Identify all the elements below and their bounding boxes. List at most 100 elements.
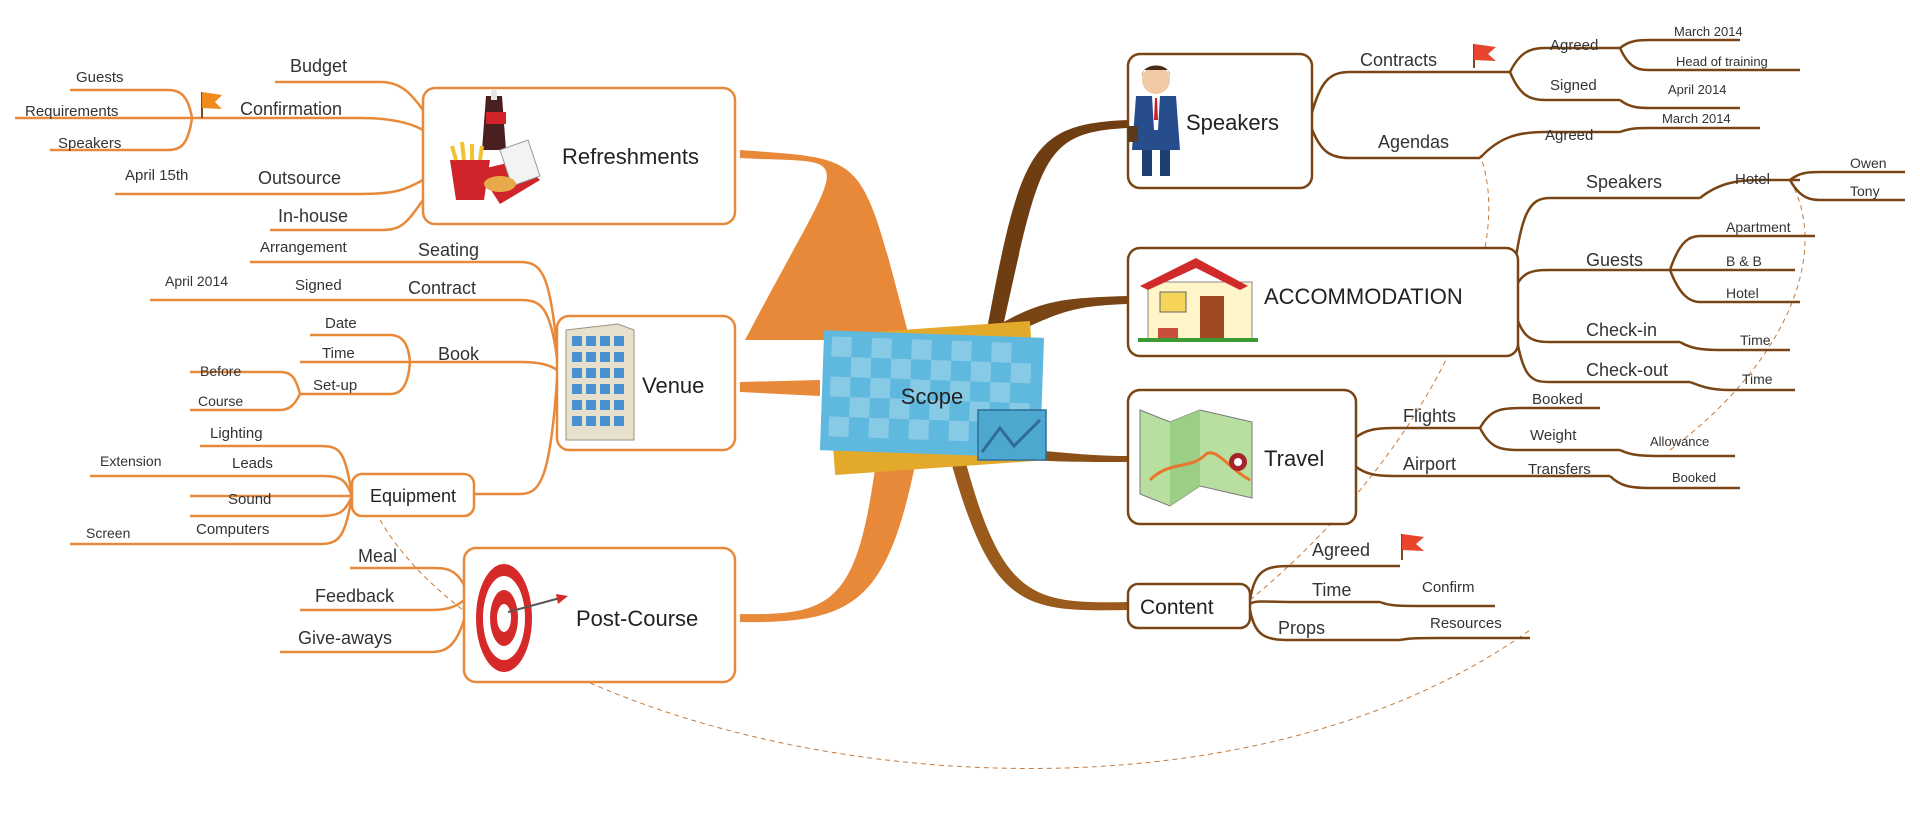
left-sub-branches bbox=[15, 80, 559, 654]
label-agendas[interactable]: Agendas bbox=[1378, 132, 1449, 152]
label-before[interactable]: Before bbox=[200, 363, 241, 379]
topic-travel[interactable]: Travel bbox=[1126, 388, 1358, 526]
branch-post-course bbox=[740, 430, 920, 623]
label-time-venue[interactable]: Time bbox=[322, 345, 355, 362]
label-course[interactable]: Course bbox=[198, 393, 243, 409]
fast-food-icon bbox=[450, 90, 541, 204]
branch-speakers bbox=[985, 120, 1128, 340]
label-inhouse[interactable]: In-house bbox=[278, 206, 348, 226]
label-checkout[interactable]: Check-out bbox=[1586, 360, 1668, 380]
label-time-content[interactable]: Time bbox=[1312, 580, 1351, 600]
label-date[interactable]: Date bbox=[325, 315, 357, 332]
label-sound[interactable]: Sound bbox=[228, 491, 271, 508]
left-labels: Budget Confirmation Guests Requirements … bbox=[25, 56, 480, 648]
label-guests[interactable]: Guests bbox=[76, 69, 124, 86]
label-apartment[interactable]: Apartment bbox=[1726, 219, 1791, 235]
topic-venue[interactable]: Venue bbox=[555, 314, 737, 452]
label-outsource[interactable]: Outsource bbox=[258, 168, 341, 188]
label-agreed-contracts[interactable]: Agreed bbox=[1550, 37, 1598, 54]
label-resources[interactable]: Resources bbox=[1430, 615, 1502, 632]
link-content-to-agendas[interactable] bbox=[1249, 154, 1490, 601]
label-march2014-a[interactable]: March 2014 bbox=[1674, 24, 1743, 39]
flag-red-icon bbox=[1473, 44, 1496, 68]
label-computers[interactable]: Computers bbox=[196, 521, 269, 538]
building-icon bbox=[565, 323, 635, 441]
label-agreed-content[interactable]: Agreed bbox=[1312, 540, 1370, 560]
topic-content[interactable]: Content bbox=[1126, 582, 1252, 630]
flag-red-icon bbox=[1401, 534, 1424, 560]
label-agreed-agendas[interactable]: Agreed bbox=[1545, 127, 1593, 144]
label-checkin-time[interactable]: Time bbox=[1740, 332, 1771, 348]
label-head-training[interactable]: Head of training bbox=[1676, 54, 1768, 69]
branch-travel bbox=[1030, 450, 1128, 462]
label-contracts[interactable]: Contracts bbox=[1360, 50, 1437, 70]
label-allowance[interactable]: Allowance bbox=[1650, 434, 1709, 449]
label-seating[interactable]: Seating bbox=[418, 240, 479, 260]
label-hotel-speakers[interactable]: Hotel bbox=[1735, 171, 1770, 188]
target-icon bbox=[476, 564, 568, 672]
person-icon bbox=[1128, 65, 1180, 176]
accommodation-label: ACCOMMODATION bbox=[1264, 284, 1463, 309]
label-transfers[interactable]: Transfers bbox=[1528, 461, 1591, 478]
label-contract[interactable]: Contract bbox=[408, 278, 476, 298]
label-april2014-speakers[interactable]: April 2014 bbox=[1668, 82, 1727, 97]
label-setup[interactable]: Set-up bbox=[313, 377, 357, 394]
branch-refreshments bbox=[740, 150, 910, 340]
label-leads[interactable]: Leads bbox=[232, 455, 273, 472]
label-budget[interactable]: Budget bbox=[290, 56, 347, 76]
label-book[interactable]: Book bbox=[438, 344, 480, 364]
label-screen[interactable]: Screen bbox=[86, 525, 130, 541]
topic-speakers[interactable]: Speakers bbox=[1126, 52, 1314, 190]
label-giveaways[interactable]: Give-aways bbox=[298, 628, 392, 648]
label-march2014-b[interactable]: March 2014 bbox=[1662, 111, 1731, 126]
speakers-label: Speakers bbox=[1186, 110, 1279, 135]
label-checkin[interactable]: Check-in bbox=[1586, 320, 1657, 340]
refreshments-label: Refreshments bbox=[562, 144, 699, 169]
label-booked-flights[interactable]: Booked bbox=[1532, 391, 1583, 408]
topic-refreshments[interactable]: Refreshments bbox=[421, 86, 737, 226]
label-signed[interactable]: Signed bbox=[295, 277, 342, 294]
venue-label: Venue bbox=[642, 373, 704, 398]
topic-equipment[interactable]: Equipment bbox=[350, 472, 476, 518]
central-label: Scope bbox=[901, 384, 963, 409]
topic-post-course[interactable]: Post-Course bbox=[462, 546, 737, 684]
label-meal[interactable]: Meal bbox=[358, 546, 397, 566]
label-guests-accom[interactable]: Guests bbox=[1586, 250, 1643, 270]
label-confirmation[interactable]: Confirmation bbox=[240, 99, 342, 119]
label-refreshments-speakers[interactable]: Speakers bbox=[58, 135, 121, 152]
post-course-label: Post-Course bbox=[576, 606, 698, 631]
label-flights[interactable]: Flights bbox=[1403, 406, 1456, 426]
house-icon bbox=[1138, 258, 1258, 342]
label-owen[interactable]: Owen bbox=[1850, 155, 1887, 171]
travel-label: Travel bbox=[1264, 446, 1324, 471]
label-accommodation-speakers[interactable]: Speakers bbox=[1586, 172, 1662, 192]
label-props[interactable]: Props bbox=[1278, 618, 1325, 638]
label-tony[interactable]: Tony bbox=[1850, 183, 1880, 199]
chart-trend-icon bbox=[977, 409, 1047, 461]
flag-orange-icon bbox=[201, 92, 222, 118]
label-checkout-time[interactable]: Time bbox=[1742, 371, 1773, 387]
label-april15[interactable]: April 15th bbox=[125, 167, 188, 184]
label-confirm[interactable]: Confirm bbox=[1422, 579, 1475, 596]
right-labels: Contracts Agreed March 2014 Head of trai… bbox=[1278, 24, 1887, 638]
label-booked-transfers[interactable]: Booked bbox=[1672, 470, 1716, 485]
label-weight[interactable]: Weight bbox=[1530, 427, 1577, 444]
branch-venue bbox=[740, 380, 820, 396]
label-bb[interactable]: B & B bbox=[1726, 253, 1762, 269]
label-signed-contracts[interactable]: Signed bbox=[1550, 77, 1597, 94]
equipment-label: Equipment bbox=[370, 486, 456, 506]
label-april2014-venue[interactable]: April 2014 bbox=[165, 273, 228, 289]
label-requirements[interactable]: Requirements bbox=[25, 103, 118, 120]
label-feedback[interactable]: Feedback bbox=[315, 586, 395, 606]
label-hotel-guests[interactable]: Hotel bbox=[1726, 285, 1759, 301]
map-icon bbox=[1139, 409, 1253, 507]
branch-content bbox=[945, 440, 1128, 611]
link-owen-to-allowance[interactable] bbox=[1669, 179, 1806, 451]
label-arrangement[interactable]: Arrangement bbox=[260, 239, 348, 256]
label-extension[interactable]: Extension bbox=[100, 453, 161, 469]
topic-accommodation[interactable]: ACCOMMODATION bbox=[1126, 246, 1520, 358]
central-topic[interactable]: Scope bbox=[819, 320, 1047, 475]
label-airport[interactable]: Airport bbox=[1403, 454, 1456, 474]
label-lighting[interactable]: Lighting bbox=[210, 425, 263, 442]
